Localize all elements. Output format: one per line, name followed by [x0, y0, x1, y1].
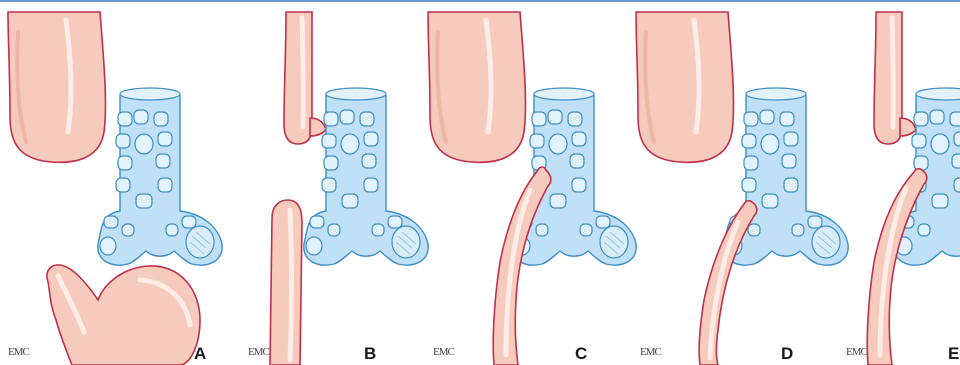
panel-label-a: A — [194, 345, 206, 362]
panel-label-c: C — [575, 345, 587, 362]
upper-pouch — [874, 12, 902, 144]
upper-pouch — [428, 12, 525, 162]
panel-label-d: D — [781, 345, 793, 362]
trachea — [98, 88, 222, 265]
emc-watermark: EMC — [640, 347, 661, 358]
panel-label-b: B — [364, 345, 376, 362]
panel-d — [636, 12, 848, 365]
panel-e — [867, 12, 960, 365]
panel-label-e: E — [948, 345, 959, 362]
stomach — [47, 265, 200, 365]
emc-watermark: EMC — [248, 347, 269, 358]
trachea — [304, 88, 428, 265]
emc-watermark: EMC — [846, 347, 867, 358]
emc-watermark: EMC — [8, 347, 29, 358]
panel-c — [428, 12, 636, 365]
panel-b — [270, 12, 428, 365]
panel-a — [8, 12, 222, 365]
lower-segment — [270, 200, 302, 365]
upper-pouch — [284, 12, 312, 144]
upper-pouch — [636, 12, 733, 162]
upper-pouch — [8, 12, 105, 162]
trachea — [512, 88, 636, 265]
emc-watermark: EMC — [433, 347, 454, 358]
lower-segment-fistula — [493, 167, 551, 365]
